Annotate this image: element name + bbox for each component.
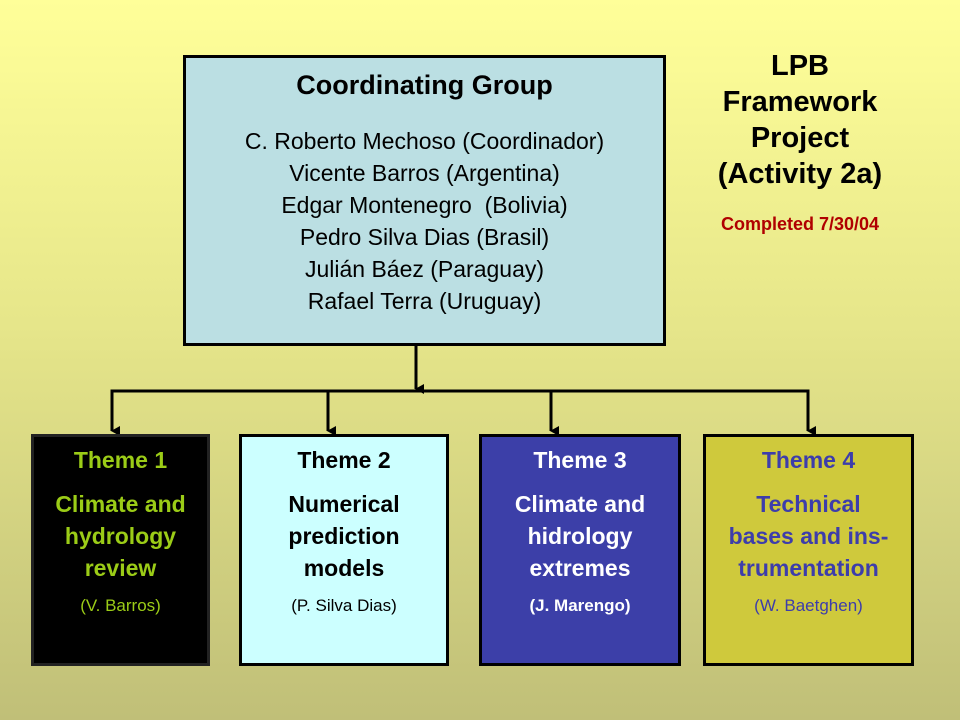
theme-box-1: Theme 1 Climate and hydrology review (V.… (31, 434, 210, 666)
theme-box-3: Theme 3 Climate and hidrology extremes (… (479, 434, 681, 666)
theme-description: Climate and hidrology extremes (482, 488, 678, 584)
theme-description-line: models (303, 555, 385, 581)
theme-description: Climate and hydrology review (34, 488, 207, 584)
theme-description-line: Technical (756, 491, 861, 517)
theme-name: Theme 2 (297, 447, 391, 473)
theme-name: Theme 3 (533, 447, 627, 473)
theme-description: Numerical prediction models (242, 488, 446, 584)
theme-box-2: Theme 2 Numerical prediction models (P. … (239, 434, 449, 666)
theme-description-line: trumentation (738, 555, 879, 581)
theme-description-line: bases and ins- (728, 523, 889, 549)
theme-description-line: review (84, 555, 157, 581)
theme-name: Theme 1 (73, 447, 168, 473)
theme-name: Theme 4 (761, 447, 856, 473)
project-title-line: (Activity 2a) (717, 158, 883, 190)
theme-description-line: prediction (288, 523, 400, 549)
theme-description-line: Climate and (55, 491, 186, 517)
connector-bar (110, 389, 810, 431)
member-item: Pedro Silva Dias (Brasil) (299, 224, 550, 250)
completion-status: Completed 7/30/04 (720, 214, 880, 234)
theme-description-line: extremes (529, 555, 631, 581)
member-item: Vicente Barros (Argentina) (289, 160, 560, 186)
coordinating-group-box: Coordinating Group C. Roberto Mechoso (C… (183, 55, 666, 346)
theme-description: Technical bases and ins- trumentation (706, 488, 911, 584)
member-item: C. Roberto Mechoso (Coordinador) (244, 128, 605, 154)
member-item: Julián Báez (Paraguay) (304, 256, 545, 282)
project-title-line: Project (750, 122, 850, 154)
coordinating-group-title: Coordinating Group (296, 70, 553, 100)
theme-lead: (V. Barros) (80, 596, 161, 615)
theme-box-4: Theme 4 Technical bases and ins- trument… (703, 434, 914, 666)
theme-lead: (P. Silva Dias) (291, 596, 397, 615)
theme-description-line: hydrology (64, 523, 177, 549)
theme-lead: (J. Marengo) (529, 596, 631, 615)
member-item: Edgar Montenegro (Bolivia) (281, 192, 568, 218)
project-title-line: Framework (722, 86, 878, 118)
member-list: C. Roberto Mechoso (Coordinador) Vicente… (186, 125, 663, 317)
theme-description-line: Climate and (514, 491, 646, 517)
project-title-line: LPB (771, 50, 829, 82)
theme-lead: (W. Baetghen) (754, 596, 863, 615)
project-title-block: LPB Framework Project (Activity 2a) Comp… (690, 48, 910, 235)
theme-description-line: hidrology (527, 523, 633, 549)
theme-description-line: Numerical (288, 491, 400, 517)
member-item: Rafael Terra (Uruguay) (307, 288, 542, 314)
